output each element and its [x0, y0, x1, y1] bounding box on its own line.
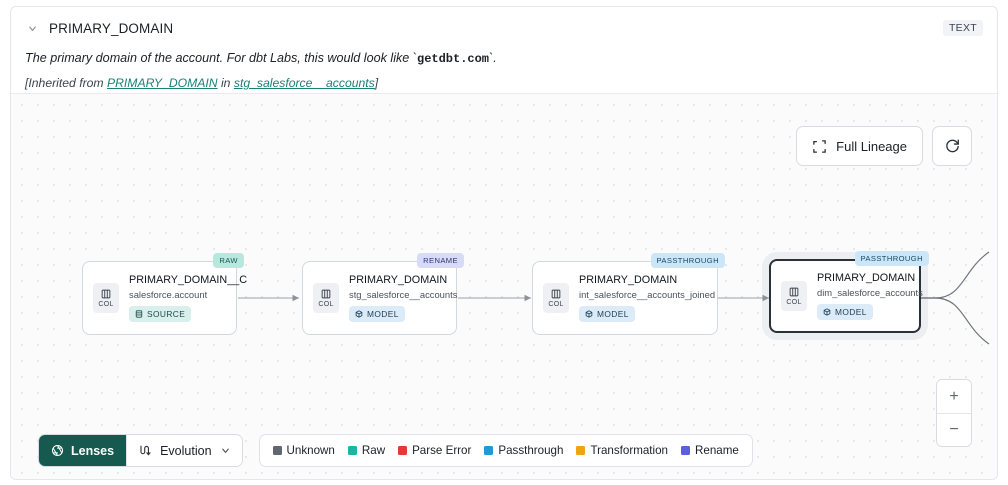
lineage-legend: Unknown Raw Parse Error Passthrough Tran… [258, 434, 753, 467]
evolution-dropdown[interactable]: Evolution [126, 435, 242, 466]
lens-group: Lenses Evolution [38, 434, 243, 467]
node-name: PRIMARY_DOMAIN [579, 273, 678, 286]
node-subtitle: dim_salesforce_accounts [817, 286, 923, 298]
expand-corners-icon [812, 139, 827, 154]
node-type-label: MODEL [597, 308, 629, 319]
lineage-edges [238, 251, 990, 345]
legend-item: Raw [347, 444, 386, 457]
legend-label: Transformation [590, 444, 669, 457]
lineage-node-selected[interactable]: PASSTHROUGH COL PRIMARY_DOMAIN dim_sales… [769, 251, 929, 333]
inherited-open: [Inherited from [25, 76, 107, 91]
legend-label: Parse Error [412, 444, 472, 457]
evolution-icon [138, 444, 152, 458]
description-suffix: `. [489, 51, 497, 65]
legend-item: Parse Error [398, 444, 471, 457]
node-tag: RENAME [417, 253, 464, 268]
page-title: PRIMARY_DOMAIN [49, 20, 174, 36]
node-name: PRIMARY_DOMAIN [349, 273, 448, 286]
node-body: PRIMARY_DOMAIN stg_salesforce__accounts … [349, 273, 458, 323]
legend-swatch [484, 446, 494, 455]
column-chip-label: COL [318, 301, 334, 308]
title-row: PRIMARY_DOMAIN [25, 17, 983, 39]
legend-item: Transformation [576, 444, 668, 457]
legend-item: Passthrough [484, 444, 563, 457]
inherited-column-link[interactable]: PRIMARY_DOMAIN [106, 76, 218, 91]
legend-swatch [576, 446, 586, 455]
panel-header: PRIMARY_DOMAIN TEXT The primary domain o… [11, 7, 997, 93]
legend-item: Unknown [272, 444, 335, 457]
column-chip-label: COL [786, 299, 802, 306]
node-type-label: MODEL [835, 306, 867, 317]
node-tag: PASSTHROUGH [854, 251, 929, 266]
column-type-badge: TEXT [942, 20, 983, 36]
refresh-icon [944, 138, 961, 155]
node-tag: RAW [213, 253, 244, 268]
node-tag: PASSTHROUGH [650, 253, 725, 268]
node-body: PRIMARY_DOMAIN dim_salesforce_accounts M… [817, 271, 923, 321]
database-icon [135, 309, 143, 318]
node-subtitle: int_salesforce__accounts_joined [579, 288, 716, 300]
inherited-mid: in [217, 76, 234, 91]
legend-label: Unknown [286, 444, 335, 457]
lineage-node[interactable]: PASSTHROUGH COL PRIMARY_DOMAIN int_sales… [532, 253, 725, 335]
column-chip-label: COL [98, 301, 114, 308]
legend-swatch [681, 446, 691, 455]
lenses-button[interactable]: Lenses [39, 435, 127, 466]
node-type-pill: SOURCE [129, 305, 192, 322]
node-body: PRIMARY_DOMAIN int_salesforce__accounts_… [579, 273, 716, 323]
lineage-canvas[interactable]: Full Lineage RAW COL PRIM [11, 93, 997, 479]
column-chip: COL [313, 283, 339, 313]
description-prefix: The primary domain of the account. For d… [25, 51, 417, 65]
evolution-label: Evolution [160, 443, 212, 458]
bottom-bar: Lenses Evolution [38, 434, 753, 467]
chevron-down-icon [220, 445, 231, 456]
node-type-pill: MODEL [579, 305, 635, 322]
lineage-node[interactable]: RAW COL PRIMARY_DOMAIN__C salesforce.acc… [82, 253, 247, 335]
description-code: getdbt.com [417, 52, 490, 66]
legend-swatch [398, 446, 408, 455]
column-description: The primary domain of the account. For d… [25, 50, 983, 67]
node-subtitle: stg_salesforce__accounts [349, 288, 458, 300]
legend-item: Rename [681, 444, 739, 457]
cube-icon [355, 309, 363, 318]
zoom-out-button[interactable]: − [937, 413, 971, 446]
node-subtitle: salesforce.account [129, 288, 208, 300]
node-type-label: SOURCE [147, 308, 186, 319]
zoom-in-button[interactable]: + [937, 380, 971, 413]
legend-swatch [272, 446, 282, 455]
canvas-toolbar: Full Lineage [796, 126, 972, 166]
legend-label: Passthrough [498, 444, 564, 457]
legend-label: Rename [695, 444, 739, 457]
legend-swatch [347, 446, 357, 455]
column-chip: COL [543, 283, 569, 313]
column-chip-label: COL [548, 301, 564, 308]
node-type-pill: MODEL [349, 305, 405, 322]
inherited-model-link[interactable]: stg_salesforce__accounts [233, 76, 375, 91]
inherited-close: ] [374, 76, 379, 91]
refresh-button[interactable] [932, 126, 972, 166]
node-body: PRIMARY_DOMAIN__C salesforce.account SOU… [129, 273, 247, 323]
lenses-label: Lenses [71, 443, 115, 458]
column-detail-panel: PRIMARY_DOMAIN TEXT The primary domain o… [10, 6, 998, 480]
column-chip: COL [93, 283, 119, 313]
full-lineage-label: Full Lineage [836, 138, 907, 154]
node-name: PRIMARY_DOMAIN__C [129, 273, 247, 286]
node-name: PRIMARY_DOMAIN [817, 271, 916, 284]
full-lineage-button[interactable]: Full Lineage [796, 126, 923, 166]
inherited-from-note: [Inherited from PRIMARY_DOMAIN in stg_sa… [25, 76, 983, 90]
node-type-pill: MODEL [817, 303, 873, 320]
cube-icon [585, 309, 593, 318]
lineage-node[interactable]: RENAME COL PRIMARY_DOMAIN stg_salesforce… [302, 253, 464, 335]
cube-icon [823, 307, 831, 316]
legend-label: Raw [361, 444, 386, 457]
node-type-label: MODEL [367, 308, 399, 319]
column-chip: COL [781, 281, 807, 311]
aperture-icon [51, 444, 64, 457]
chevron-down-icon[interactable] [25, 21, 39, 35]
zoom-controls: + − [936, 379, 972, 447]
